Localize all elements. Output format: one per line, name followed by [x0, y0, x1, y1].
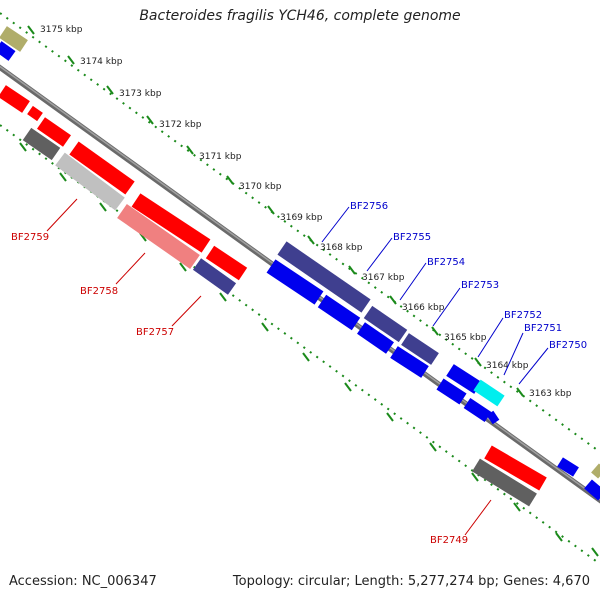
gene-pink[interactable]	[117, 204, 200, 269]
gene-blue[interactable]	[266, 259, 324, 305]
ruler-label: 3163 kbp	[529, 389, 572, 399]
gene-red[interactable]	[484, 445, 547, 491]
gene-label: BF2751	[524, 323, 562, 334]
gene-red[interactable]	[131, 193, 211, 253]
gene-blue[interactable]	[0, 41, 16, 61]
gene-navy[interactable]	[192, 258, 237, 295]
ruler-label: 3174 kbp	[80, 57, 123, 67]
gene-navy[interactable]	[363, 305, 408, 343]
lower-ruler-ticks	[19, 142, 599, 557]
ruler-label: 3167 kbp	[362, 273, 405, 283]
ruler-label: 3166 kbp	[402, 303, 445, 313]
ruler-label: 3175 kbp	[40, 25, 83, 35]
gene-label: BF2750	[549, 340, 587, 351]
genes	[0, 26, 600, 507]
gene-navy[interactable]	[401, 333, 439, 365]
gene-red[interactable]	[0, 85, 30, 113]
accession-label: Accession: NC_006347	[9, 574, 157, 589]
gene-blue[interactable]	[463, 398, 492, 422]
gene-label: BF2759	[11, 232, 49, 243]
ruler-label: 3169 kbp	[280, 213, 323, 223]
gene-label: BF2752	[504, 310, 542, 321]
gene-cyan[interactable]	[473, 379, 505, 407]
ruler-label: 3170 kbp	[239, 182, 282, 192]
gene-blue[interactable]	[486, 410, 500, 425]
lower-gene-labels: BF2759 BF2758 BF2757 BF2749	[11, 198, 492, 546]
gene-navy[interactable]	[277, 241, 371, 313]
ruler-label: 3165 kbp	[444, 333, 487, 343]
ruler-label: 3172 kbp	[159, 120, 202, 130]
gene-label: BF2753	[461, 280, 499, 291]
ruler-ticks: 3175 kbp 3174 kbp 3173 kbp 3172 kbp 3171…	[27, 25, 572, 399]
gene-label: BF2758	[80, 286, 118, 297]
upper-ruler-track	[0, 12, 600, 453]
ruler-label: 3168 kbp	[320, 243, 363, 253]
gene-lightgray[interactable]	[55, 152, 125, 211]
ruler-label: 3164 kbp	[486, 361, 529, 371]
ruler-label: 3171 kbp	[199, 152, 242, 162]
upper-gene-labels: BF2756 BF2755 BF2754 BF2753 BF2752 BF275…	[321, 201, 587, 385]
genome-summary: Topology: circular; Length: 5,277,274 bp…	[232, 574, 590, 589]
ruler-label: 3173 kbp	[119, 89, 162, 99]
gene-label: BF2755	[393, 232, 431, 243]
gene-label: BF2749	[430, 535, 468, 546]
gene-gray[interactable]	[22, 127, 61, 161]
map-title: Bacteroides fragilis YCH46, complete gen…	[139, 8, 461, 24]
gene-blue[interactable]	[317, 294, 361, 331]
gene-red[interactable]	[37, 117, 71, 147]
gene-blue[interactable]	[390, 346, 429, 378]
gene-red[interactable]	[205, 245, 248, 281]
gene-label: BF2754	[427, 257, 465, 268]
gene-olive[interactable]	[0, 26, 28, 52]
gene-olive[interactable]	[591, 463, 600, 479]
gene-red[interactable]	[69, 141, 135, 195]
gene-red[interactable]	[27, 105, 43, 122]
gene-label: BF2756	[350, 201, 388, 212]
gene-blue[interactable]	[446, 364, 482, 394]
gene-blue[interactable]	[557, 457, 579, 477]
gene-gray[interactable]	[472, 458, 537, 507]
gene-label: BF2757	[136, 327, 174, 338]
gene-blue[interactable]	[436, 378, 467, 405]
gene-blue[interactable]	[357, 322, 394, 354]
